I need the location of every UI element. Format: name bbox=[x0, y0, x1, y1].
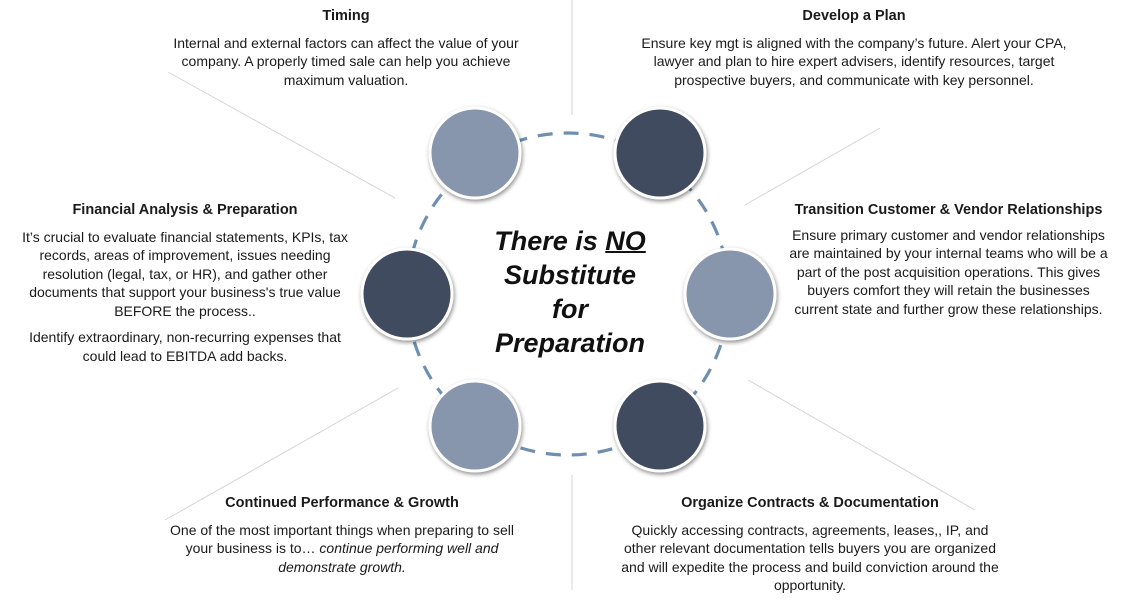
center-line-2: Substitute bbox=[504, 260, 636, 290]
develop-plan-body: Ensure key mgt is aligned with the compa… bbox=[641, 34, 1067, 88]
timing-body: Internal and external factors can affect… bbox=[173, 34, 519, 88]
continued-performance-body-italic: continue performing well and demonstrate… bbox=[278, 540, 499, 575]
node-transition bbox=[683, 247, 777, 341]
node-plan bbox=[613, 106, 707, 200]
organize-contracts-body: Quickly accessing contracts, agreements,… bbox=[621, 521, 999, 594]
connector-plan bbox=[744, 127, 881, 206]
financial-analysis-note: Identify extraordinary, non-recurring ex… bbox=[29, 329, 341, 364]
node-organize bbox=[613, 379, 707, 473]
connector-continued bbox=[164, 387, 399, 521]
center-line-3: for bbox=[552, 294, 588, 324]
continued-performance-title: Continued Performance & Growth bbox=[225, 495, 459, 511]
transition-body: Ensure primary customer and vendor relat… bbox=[789, 226, 1108, 317]
center-line-1-prefix: There is bbox=[494, 226, 606, 256]
develop-plan-section: Develop a Plan Ensure key mgt is aligned… bbox=[620, 7, 1088, 89]
center-line-4: Preparation bbox=[494, 328, 646, 358]
connector-organize bbox=[747, 379, 976, 511]
node-financial bbox=[360, 247, 454, 341]
connector-lines bbox=[164, 0, 976, 590]
node-circles bbox=[360, 106, 777, 473]
organize-contracts-section: Organize Contracts & Documentation Quick… bbox=[615, 494, 1005, 595]
financial-analysis-title: Financial Analysis & Preparation bbox=[72, 202, 298, 218]
transition-title: Transition Customer & Vendor Relationshi… bbox=[794, 202, 1103, 218]
continued-performance-body-plain: One of the most important things when pr… bbox=[170, 521, 514, 557]
timing-section: Timing Internal and external factors can… bbox=[172, 7, 520, 89]
connector-timing bbox=[167, 71, 396, 199]
timing-title: Timing bbox=[322, 8, 370, 24]
node-continued bbox=[428, 379, 522, 473]
center-line-1: There is NO bbox=[470, 224, 670, 258]
center-line-1-emphasis: NO bbox=[605, 226, 646, 256]
organize-contracts-title: Organize Contracts & Documentation bbox=[681, 495, 939, 511]
financial-analysis-body: It’s crucial to evaluate financial state… bbox=[22, 228, 348, 319]
develop-plan-title: Develop a Plan bbox=[802, 8, 906, 24]
center-headline: There is NO Substitute for Preparation bbox=[470, 224, 670, 360]
financial-analysis-section: Financial Analysis & Preparation It’s cr… bbox=[20, 201, 350, 365]
node-timing bbox=[428, 106, 522, 200]
continued-performance-body: One of the most important things when pr… bbox=[162, 521, 522, 577]
transition-section: Transition Customer & Vendor Relationshi… bbox=[786, 201, 1111, 318]
continued-performance-section: Continued Performance & Growth One of th… bbox=[162, 494, 522, 576]
